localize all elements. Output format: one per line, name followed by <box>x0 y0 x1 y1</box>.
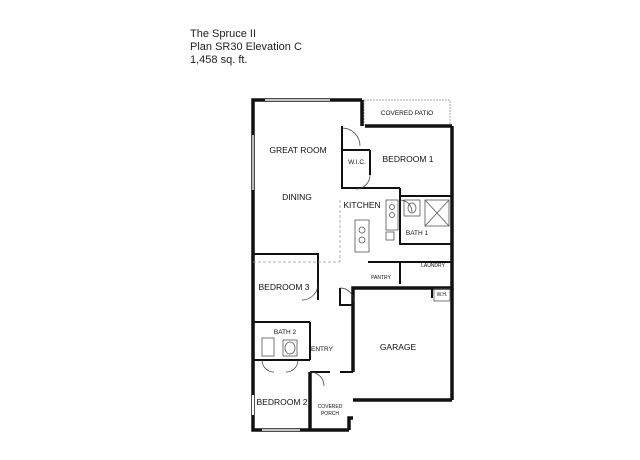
room-label-great-room: GREAT ROOM <box>269 145 326 155</box>
windows <box>252 99 330 431</box>
dashed-openings <box>253 200 341 263</box>
window-lines <box>251 98 330 432</box>
plan-area: 1,458 sq. ft. <box>190 54 248 66</box>
fixtures <box>261 199 451 357</box>
room-label-covered-patio: COVERED PATIO <box>381 110 434 117</box>
interior-walls <box>253 126 452 373</box>
room-label-bath-2: BATH 2 <box>274 329 297 336</box>
plan-name: The Spruce II <box>190 28 257 40</box>
room-label-bedroom-2: BEDROOM 2 <box>256 397 307 407</box>
room-label-garage: GARAGE <box>380 342 417 352</box>
room-label-covered-porch-1: COVERED <box>318 404 343 410</box>
plan-header: The Spruce II Plan SR30 Elevation C 1,45… <box>190 28 302 67</box>
room-label-covered-porch-2: PORCH <box>321 411 339 417</box>
room-label-bedroom-3: BEDROOM 3 <box>258 282 309 292</box>
room-label-wic: W.I.C. <box>348 159 366 166</box>
room-label-pantry: PANTRY <box>371 275 391 281</box>
room-label-entry: ENTRY <box>311 346 334 353</box>
plan-elevation: Plan SR30 Elevation C <box>190 41 302 53</box>
room-label-bedroom-1: BEDROOM 1 <box>382 154 433 164</box>
room-label-laundry: LAUNDRY <box>421 263 445 269</box>
room-label-bath-1: BATH 1 <box>406 230 429 237</box>
room-label-dining: DINING <box>282 192 312 202</box>
door-swings <box>261 127 413 387</box>
room-label-wh: W.H. <box>437 292 448 298</box>
room-label-kitchen: KITCHEN <box>343 200 380 210</box>
